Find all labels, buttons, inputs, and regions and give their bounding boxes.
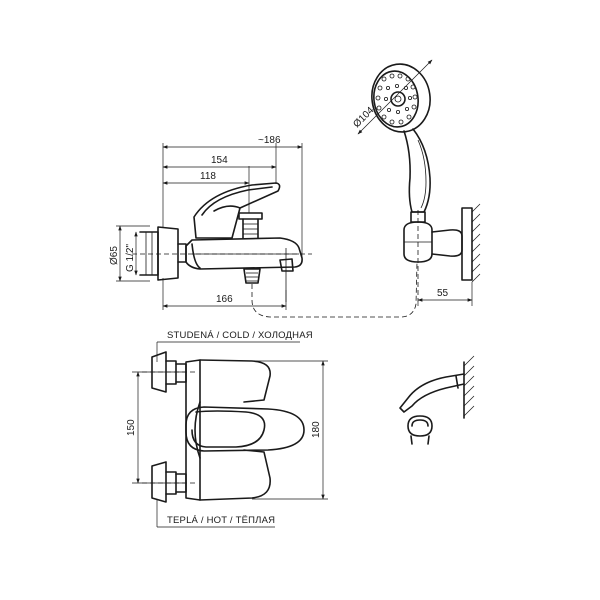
shower-holder-side-view (399, 355, 475, 445)
front-dimensions: 150 180 (126, 360, 328, 500)
mixer-front-view: STUDENÁ / COLD / ХОЛОДНАЯ TEPLÁ / HOT / … (142, 330, 313, 528)
label-hot-inlet: TEPLÁ / HOT / ТЁПЛАЯ (167, 515, 275, 526)
dim-diameter-65: Ø65 (109, 246, 120, 265)
shower-hose (251, 261, 418, 318)
dim-thread: G 1/2" (125, 244, 136, 272)
dim-length-118: 118 (200, 171, 216, 182)
dim-inlet-spacing: 150 (126, 419, 137, 436)
dim-holder-offset: 55 (437, 288, 449, 299)
wall-hatch-upper (471, 203, 481, 283)
label-cold-inlet: STUDENÁ / COLD / ХОЛОДНАЯ (167, 330, 313, 341)
holder-offset-dimension: 55 (417, 282, 473, 306)
dim-length-154: 154 (211, 155, 228, 166)
dim-overall-length: ~186 (258, 135, 281, 146)
hand-shower (371, 63, 481, 302)
dim-length-166: 166 (216, 294, 233, 305)
side-dimensions: ~186 154 118 166 Ø65 G 1/2" (109, 135, 303, 310)
mixer-side-view (132, 182, 312, 302)
wall-hatch-lower (463, 355, 475, 417)
dim-body-height: 180 (311, 421, 322, 438)
